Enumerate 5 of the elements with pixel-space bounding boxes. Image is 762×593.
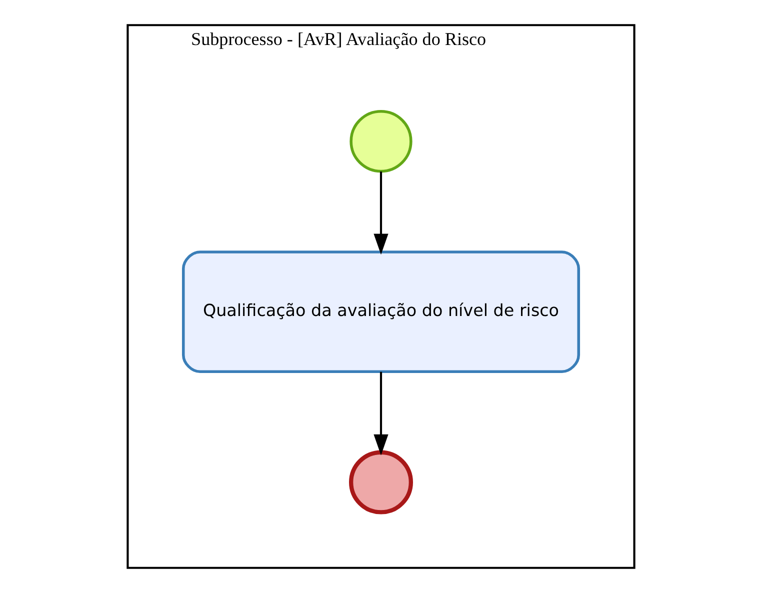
node-box: Qualificação da avaliação do nível de risco — [182, 250, 580, 374]
node-circle — [350, 110, 412, 173]
node-circle — [348, 450, 414, 514]
arrow — [374, 372, 388, 456]
arrow — [374, 172, 388, 255]
